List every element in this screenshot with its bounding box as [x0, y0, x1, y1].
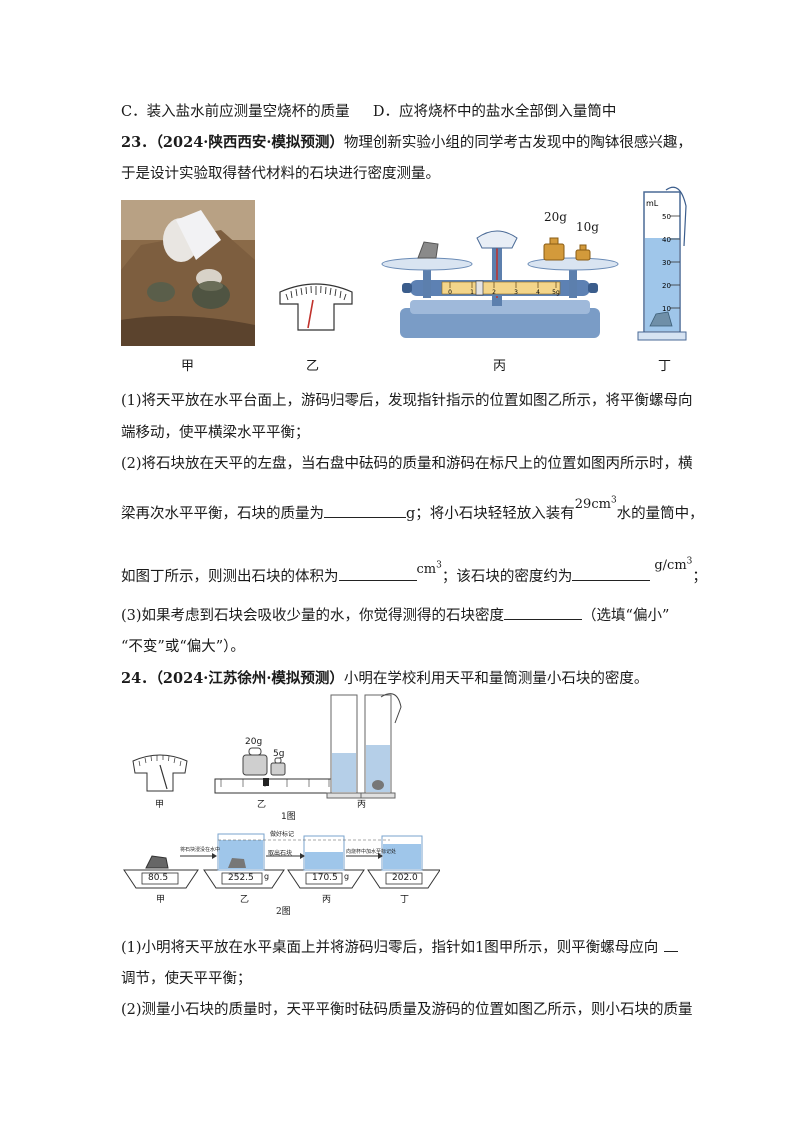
cylinder-unit: mL: [646, 199, 659, 208]
answer-blank-bias[interactable]: [504, 606, 583, 620]
scale-tick-3: 3: [514, 289, 518, 296]
fig2-reading-3: 170.5: [312, 873, 338, 883]
q23-part2-c1: 如图丁所示，则测出石块的体积为: [121, 569, 339, 585]
fig2-mark-label: 做好标记: [270, 831, 295, 838]
fig2-caption: 2图: [276, 907, 291, 917]
q24-part2-a: (2)测量小石块的质量时，天平平衡时砝码质量及游码的位置如图乙所示，则小石块的质…: [121, 1002, 693, 1018]
q23-part2-b1: 梁再次水平平衡，石块的质量为: [121, 506, 324, 522]
fig2-arrow-2: 取出石块: [268, 850, 293, 857]
fig2-label-bing: 丙: [322, 895, 332, 905]
cylinder-tick-20: 20: [662, 282, 671, 290]
q23-part3-b: “不变”或“偏大”）。: [121, 639, 245, 655]
cylinder-tick-50: 50: [662, 213, 671, 221]
cylinder-tick-40: 40: [662, 236, 671, 244]
q24-part1-a: (1)小明将天平放在水平桌面上并将游码归零后，指针如1图甲所示，则平衡螺母应向: [121, 936, 679, 957]
unit-cm-sup: 3: [436, 560, 442, 571]
unit-gcm3: g/cm3: [654, 556, 693, 573]
unit-cm: cm: [416, 562, 437, 577]
q23-part2-b2: g；将小石块轻轻放入装有: [406, 506, 575, 522]
q23-part2-b3: 水的量筒中，: [616, 506, 704, 522]
q24-part1-a-text: (1)小明将天平放在水平桌面上并将游码归零后，指针如1图甲所示，则平衡螺母应向: [121, 940, 659, 956]
q23-number: 23．: [121, 134, 156, 151]
q24-stem: 24．（2024·江苏徐州·模拟预测）小明在学校利用天平和量筒测量小石块的密度。: [121, 667, 648, 688]
q23-stem2: 于是设计实验取得替代材料的石块进行密度测量。: [121, 166, 440, 182]
q23-part2-c2: ；该石块的密度约为: [441, 569, 573, 585]
q23-stem1: 物理创新实验小组的同学考古发现中的陶钵很感兴趣，: [343, 135, 692, 151]
unit-gcm: g/cm: [654, 558, 687, 573]
q23-part1-a: (1)将天平放在水平台面上，游码归零后，发现指针指示的位置如图乙所示，将平衡螺母…: [121, 393, 693, 409]
q23-stem-line1: 23．（2024·陕西西安·模拟预测）物理创新实验小组的同学考古发现中的陶钵很感…: [121, 131, 692, 152]
q24-source: （2024·江苏徐州·模拟预测）: [155, 670, 344, 687]
q24-figure1: 20g 5g 甲 乙 丙 1图: [125, 693, 425, 823]
fig2-label-ding: 丁: [400, 895, 410, 905]
q23-source: （2024·陕西西安·模拟预测）: [155, 134, 344, 151]
unit-gcm-sup: 3: [686, 556, 693, 567]
balance-pointer-dial: [276, 278, 356, 334]
q23-fig-label-ding: 丁: [658, 359, 672, 374]
weight-label-10g: 10g: [576, 220, 599, 234]
fig1-label-bing: 丙: [357, 800, 367, 810]
q23-stem-line2: 于是设计实验取得替代材料的石块进行密度测量。: [121, 162, 440, 183]
scale-tick-1: 1: [470, 289, 474, 296]
scale-tick-2: 2: [492, 289, 496, 296]
q23-volume-sup: 3: [610, 495, 617, 506]
cylinder-tick-10: 10: [662, 305, 671, 313]
graduated-cylinder: mL 50 40 30 20 10: [636, 186, 692, 346]
q23-part3-a-text: (3)如果考虑到石块会吸收少量的水，你觉得测得的石块密度: [121, 608, 505, 624]
answer-blank-density[interactable]: [572, 567, 651, 581]
q23-part2-a: (2)将石块放在天平的左盘，当右盘中砝码的质量和游码在标尺上的位置如图丙所示时，…: [121, 456, 693, 472]
q24-part1-b: 调节，使天平平衡；: [121, 971, 252, 987]
scale-tick-0: 0: [448, 289, 452, 296]
q23-fig-label-bing: 丙: [493, 359, 507, 374]
q23-part1-b: 端移动，使平横梁水平平衡；: [121, 425, 310, 441]
scale-tick-5: 5g: [552, 289, 560, 296]
q23-volume: 29cm3: [574, 495, 617, 512]
fig2-reading-4: 202.0: [392, 873, 418, 883]
q23-part2-b: 梁再次水平平衡，石块的质量为 g；将小石块轻轻放入装有29cm3水的量筒中，: [121, 496, 704, 523]
q23-volume-value: 29cm: [574, 497, 611, 512]
excavation-photo: [121, 200, 255, 346]
scale-tick-4: 4: [536, 289, 540, 296]
q24-figure2: 将石块浸没在水中 取出石块 向烧杯中加水至标记处 做好标记 80.5 252.5…: [120, 826, 441, 918]
fig1-weight-20g: 20g: [245, 737, 263, 747]
q24-stem-text: 小明在学校利用天平和量筒测量小石块的密度。: [343, 671, 649, 687]
answer-blank-volume[interactable]: [338, 567, 417, 581]
balance-with-weights: 0 1 2 3 4 5g 20g 10g: [380, 208, 620, 348]
fig1-label-jia: 甲: [155, 800, 165, 810]
fig2-arrow-3: 向烧杯中加水至标记处: [346, 849, 397, 855]
q22-options: C．装入盐水前应测量空烧杯的质量 D．应将烧杯中的盐水全部倒入量筒中: [121, 100, 616, 121]
fig1-caption: 1图: [281, 812, 296, 822]
fig2-unit-3: g: [344, 872, 350, 881]
fig1-weight-5g: 5g: [273, 749, 285, 759]
unit-cm3: cm3: [416, 560, 442, 577]
answer-blank-mass[interactable]: [324, 504, 406, 518]
fig2-reading-2: 252.5: [228, 873, 254, 883]
answer-blank-direction[interactable]: [664, 938, 679, 952]
weight-label-20g: 20g: [544, 210, 567, 224]
fig2-label-yi: 乙: [240, 895, 250, 905]
q23-part3-a: (3)如果考虑到石块会吸收少量的水，你觉得测得的石块密度 （选填“偏小”: [121, 604, 669, 625]
q23-part3-a2: （选填“偏小”: [582, 608, 670, 624]
fig2-unit-2: g: [264, 872, 270, 881]
fig2-arrow-1: 将石块浸没在水中: [180, 847, 221, 853]
q23-part2-c3: ；: [692, 569, 707, 585]
q23-fig-label-yi: 乙: [306, 359, 320, 374]
cylinder-tick-30: 30: [662, 259, 671, 267]
q23-fig-label-jia: 甲: [181, 359, 195, 374]
option-c: C．装入盐水前应测量空烧杯的质量: [121, 104, 350, 120]
fig2-label-jia: 甲: [156, 895, 166, 905]
fig2-reading-1: 80.5: [148, 873, 169, 883]
fig1-label-yi: 乙: [257, 800, 267, 810]
option-d: D．应将烧杯中的盐水全部倒入量筒中: [372, 104, 617, 120]
q24-number: 24．: [121, 670, 156, 687]
